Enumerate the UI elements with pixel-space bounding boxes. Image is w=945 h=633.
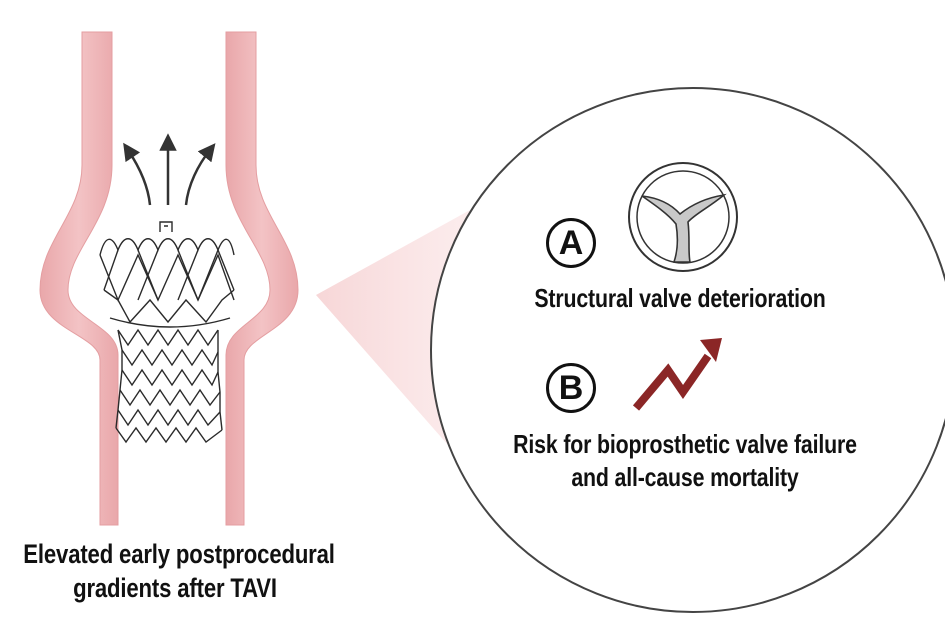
badge-b: B xyxy=(546,363,596,413)
flow-arrows xyxy=(123,133,216,206)
caption-line-2: gradients after TAVI xyxy=(73,573,277,603)
label-structural-valve-deterioration: Structural valve deterioration xyxy=(534,283,826,313)
caption-left: Elevated early postprocedural gradients … xyxy=(23,537,335,605)
label-risk-line-2: and all-cause mortality xyxy=(571,462,799,492)
label-risk-line-1: Risk for bioprosthetic valve failure xyxy=(513,429,857,459)
valve-leaflets-icon xyxy=(628,162,738,272)
caption-line-1: Elevated early postprocedural xyxy=(23,539,335,569)
tavi-stent-icon xyxy=(99,221,235,444)
label-risk: Risk for bioprosthetic valve failure and… xyxy=(492,428,877,494)
vessel-left-wall xyxy=(39,31,119,526)
vessel-right-wall xyxy=(225,31,299,526)
badge-a: A xyxy=(546,218,596,268)
trend-up-arrow-icon xyxy=(632,338,722,411)
zoom-circle xyxy=(430,87,945,613)
